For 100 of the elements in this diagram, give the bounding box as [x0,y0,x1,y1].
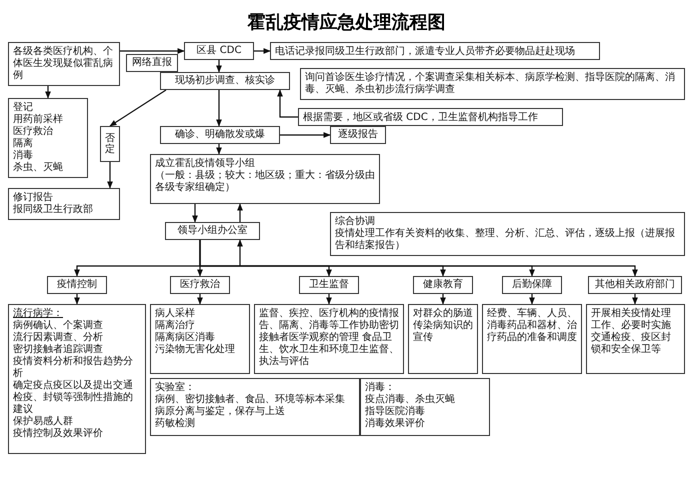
arrow [440,294,446,305]
process-box [165,222,260,240]
box-heading: 综合协调 [335,216,376,228]
arrow [237,239,243,266]
box-text: 流行因素调查、分析 [13,332,104,344]
box-text: 否定 [105,133,115,155]
process-box [150,378,360,436]
arrow [216,90,222,127]
box-text: （一般：县级；较大：地区级；重大：省级分级由各级专家组确定） [155,170,375,194]
box-text: 医疗救治 [180,279,220,291]
box-text: 各级各类医疗机构、个体医生发现疑似霍乱病例 [13,46,114,82]
process-box [254,304,404,374]
box-text: 开展相关疫情处理工作、必要时实施交通检疫、疫区封锁和安全保卫等 [591,308,672,356]
box-heading: 成立霍乱疫情领导小组 [155,158,256,170]
box-text: 病人采样 [155,308,196,320]
process-box [330,212,685,256]
box-text: 密切接触者追踪调查 [13,344,104,356]
box-text: 疫情处理工作有关资料的收集、整理、分析、汇总、评估，逐级上报（进展报告和结案报告） [335,228,676,252]
box-text: 药敏检测 [155,418,196,430]
arrow [74,294,80,305]
box-text: 经费、车辆、人员、消毒药品和器材、治疗药品的准备和调度 [487,308,577,344]
box-text: 卫生监督 [309,279,349,291]
box-text: 隔离病区消毒 [155,332,216,344]
box-text: 区县 CDC [196,45,242,57]
process-box [299,276,359,294]
process-box [588,276,682,294]
process-box [150,304,250,374]
box-text: 用药前采样 [13,114,64,126]
process-box [270,42,600,60]
box-text: 污染物无害化处理 [155,344,236,356]
process-box [160,126,280,144]
box-text: 确诊、明确散发或爆 [175,129,265,141]
arrow [109,90,166,126]
process-box [8,304,146,454]
box-text: 医疗救治 [13,126,54,138]
process-box [298,108,563,126]
arrow [529,294,535,305]
box-text: 领导小组办公室 [178,225,248,237]
box-text: 消毒 [13,150,34,162]
process-box [8,98,88,178]
arrow [120,48,185,54]
box-text: 电话记录报同级卫生行政部门，派遣专业人员带齐必要物品赶赴现场 [275,46,576,58]
process-box [8,42,120,86]
box-text: 疫情控制及效果评价 [13,428,104,440]
process-box [360,378,490,436]
arrow [216,60,222,73]
box-heading: 实验室： [155,382,196,394]
box-text: 登记 [13,102,34,114]
box-text: 确定疫点疫区以及提出交通检疫、封锁等强制性措施的建议 [13,380,134,416]
box-text: 疫情资料分析和报告趋势分析 [13,356,134,380]
process-box [170,276,230,294]
box-text: 消毒效果评价 [365,418,426,430]
box-text: 修订报告 [13,192,54,204]
arrow [326,294,332,305]
box-text: 健康教育 [423,279,463,291]
process-box [413,276,473,294]
process-box [502,276,562,294]
arrow [237,203,243,222]
box-text: 其他相关政府部门 [595,279,675,291]
box-text: 指导医院消毒 [365,406,426,418]
process-box [150,154,380,204]
process-box [126,54,178,72]
process-box [47,276,107,294]
box-text: 根据需要，地区或省级 CDC，卫生监督机构指导工作 [303,112,539,124]
arrow [277,89,298,118]
box-text: 杀虫、灭蝇 [13,162,64,174]
arrow [199,240,638,277]
box-text: 现场初步调查、核实诊 [175,75,275,87]
arrow [216,144,222,155]
box-text: 疫情控制 [57,279,97,291]
arrow [632,294,638,305]
box-text: 病例、密切接触者、食品、环境等标本采集 [155,394,346,406]
process-box [100,126,120,162]
process-box [408,304,478,374]
process-box [300,68,685,100]
box-text: 监督、疾控、医疗机构的疫情报告、隔离、消毒等工作协助密切接触者医学观察的管理 食品卫生、饮水卫生和环境卫生监督、执法与评估 [259,308,399,368]
box-text: 保护易感人群 [13,416,74,428]
box-text: 对群众的肠道传染病知识的宣传 [413,308,473,344]
box-text: 疫点消毒、杀虫灭蝇 [365,394,456,406]
box-text: 隔离 [13,138,34,150]
diagram-title: 霍乱疫情应急处理流程图 [246,11,446,34]
box-text: 隔离治疗 [155,320,196,332]
box-text: 逐级报告 [338,129,378,141]
box-text: 报同级卫生行政部 [13,204,94,216]
box-heading: 流行病学： [13,308,64,320]
box-text: 病例确认、个案调查 [13,320,104,332]
arrow [45,86,51,99]
box-text: 后勤保障 [512,279,552,291]
box-heading: 消毒： [365,382,396,394]
arrow [192,204,198,223]
process-box [160,72,290,90]
arrow [280,132,331,138]
arrow [197,294,203,305]
box-text: 网络直报 [132,57,172,69]
process-box [482,304,582,374]
arrow [254,48,271,54]
process-box [586,304,685,374]
box-text: 病原分离与鉴定，保存与上送 [155,406,286,418]
process-box [184,42,254,60]
process-box [8,188,120,220]
